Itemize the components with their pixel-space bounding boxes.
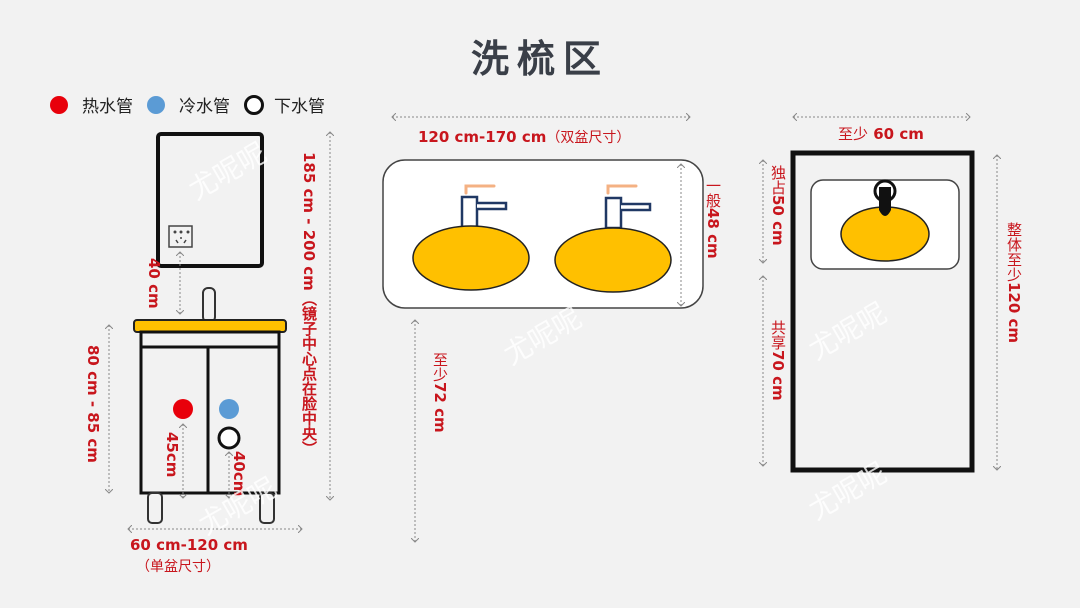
depth-label: 48 cm — [704, 208, 722, 259]
socket-height-label: 40 cm — [145, 258, 163, 309]
single-width-label: 60 cm-120 cm — [130, 536, 248, 554]
clearance-prefix: 至少 — [431, 352, 449, 382]
legend: 热水管 冷水管 下水管 — [50, 92, 339, 117]
drain-pipe-icon — [244, 94, 264, 115]
total-prefix: 整体至少 — [1005, 222, 1023, 282]
cabinet-height-label: 80 cm - 85 cm — [84, 345, 102, 463]
depth-prefix: 一般 — [704, 178, 722, 208]
drain-height-label: 40cm — [230, 451, 248, 497]
hot-pipe-height-label: 45cm — [163, 432, 181, 478]
clearance-label: 72 cm — [431, 382, 449, 433]
cold-water-pipe-icon — [147, 95, 165, 114]
socket-icon — [168, 225, 193, 248]
hot-water-pipe-icon — [50, 95, 68, 114]
basin-left — [412, 184, 530, 291]
hot-pipe-marker — [173, 399, 193, 419]
shared-label: 70 cm — [769, 350, 787, 401]
double-width-label: 120 cm-170 cm — [418, 128, 547, 146]
double-width-note: （双盆尺寸） — [546, 130, 631, 146]
private-prefix: 独占 — [769, 165, 787, 195]
drain-pipe-marker — [217, 426, 241, 450]
mirror-height-label: 185 cm - 200 cm（镜子中心点在脸中央） — [300, 152, 318, 456]
layout-width-label: 60 cm — [873, 125, 924, 143]
legend-hot-label: 热水管 — [82, 97, 133, 117]
private-label: 50 cm — [769, 195, 787, 246]
cold-pipe-marker — [219, 399, 239, 419]
page-title: 洗梳区 — [470, 37, 609, 81]
legend-cold-label: 冷水管 — [179, 97, 230, 117]
layout-width-prefix: 至少 — [838, 125, 869, 143]
total-label: 120 cm — [1005, 282, 1023, 344]
shared-prefix: 共享 — [769, 320, 787, 350]
single-width-note: （单盆尺寸） — [136, 559, 220, 575]
basin-right — [554, 184, 672, 293]
legend-drain-label: 下水管 — [274, 97, 325, 117]
